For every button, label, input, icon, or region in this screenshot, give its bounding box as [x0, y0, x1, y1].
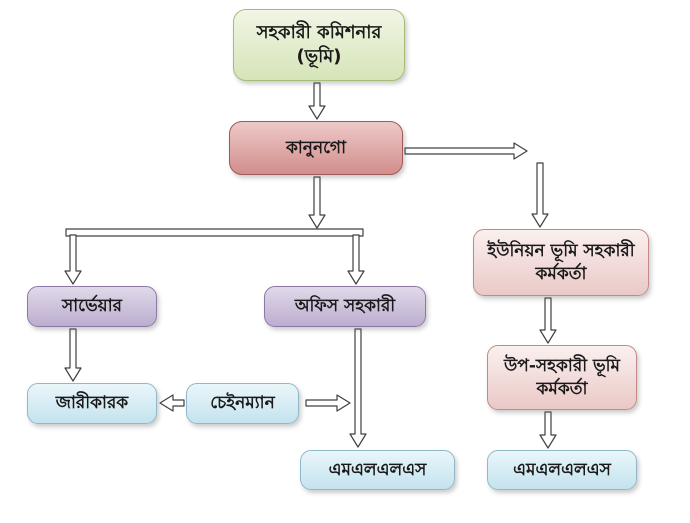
arrow-bracket-to-office-assistant-icon: [347, 234, 365, 285]
arrow-kanungo-to-bracket-icon: [308, 176, 326, 229]
arrow-chainman-to-process-server-icon: [159, 394, 185, 412]
node-surveyor: সার্ভেয়ার: [27, 286, 157, 327]
node-union-land-assistant-officer: ইউনিয়ন ভূমি সহকারী কর্মকর্তা: [473, 229, 649, 296]
node-deputy-assistant-land-officer: উপ-সহকারী ভূমি কর্মকর্তা: [487, 345, 637, 410]
node-process-server: জারীকারক: [27, 383, 157, 424]
arrow-commissioner-to-kanungo-icon: [308, 82, 326, 120]
arrow-deputy-to-mlss-icon: [539, 411, 557, 449]
arrow-down-to-union-icon: [531, 162, 549, 228]
arrow-bracket-to-surveyor-icon: [64, 234, 82, 285]
arrow-office-assistant-to-mlss-icon: [349, 328, 367, 448]
node-mlss-right: এমএলএলএস: [487, 450, 637, 490]
arrow-union-to-deputy-icon: [539, 297, 557, 344]
arrow-kanungo-right-icon: [404, 142, 528, 160]
node-mlss-center: এমএলএলএস: [300, 450, 455, 490]
node-office-assistant: অফিস সহকারী: [264, 286, 426, 327]
bracket-bar: [65, 228, 364, 237]
node-assistant-commissioner-land: সহকারী কমিশনার (ভূমি): [233, 9, 405, 81]
node-chainman: চেইনম্যান: [186, 383, 299, 424]
node-kanungo: কানুনগো: [229, 121, 403, 175]
arrow-chainman-to-mlss-icon: [305, 394, 351, 412]
arrow-surveyor-to-process-server-icon: [64, 328, 82, 382]
